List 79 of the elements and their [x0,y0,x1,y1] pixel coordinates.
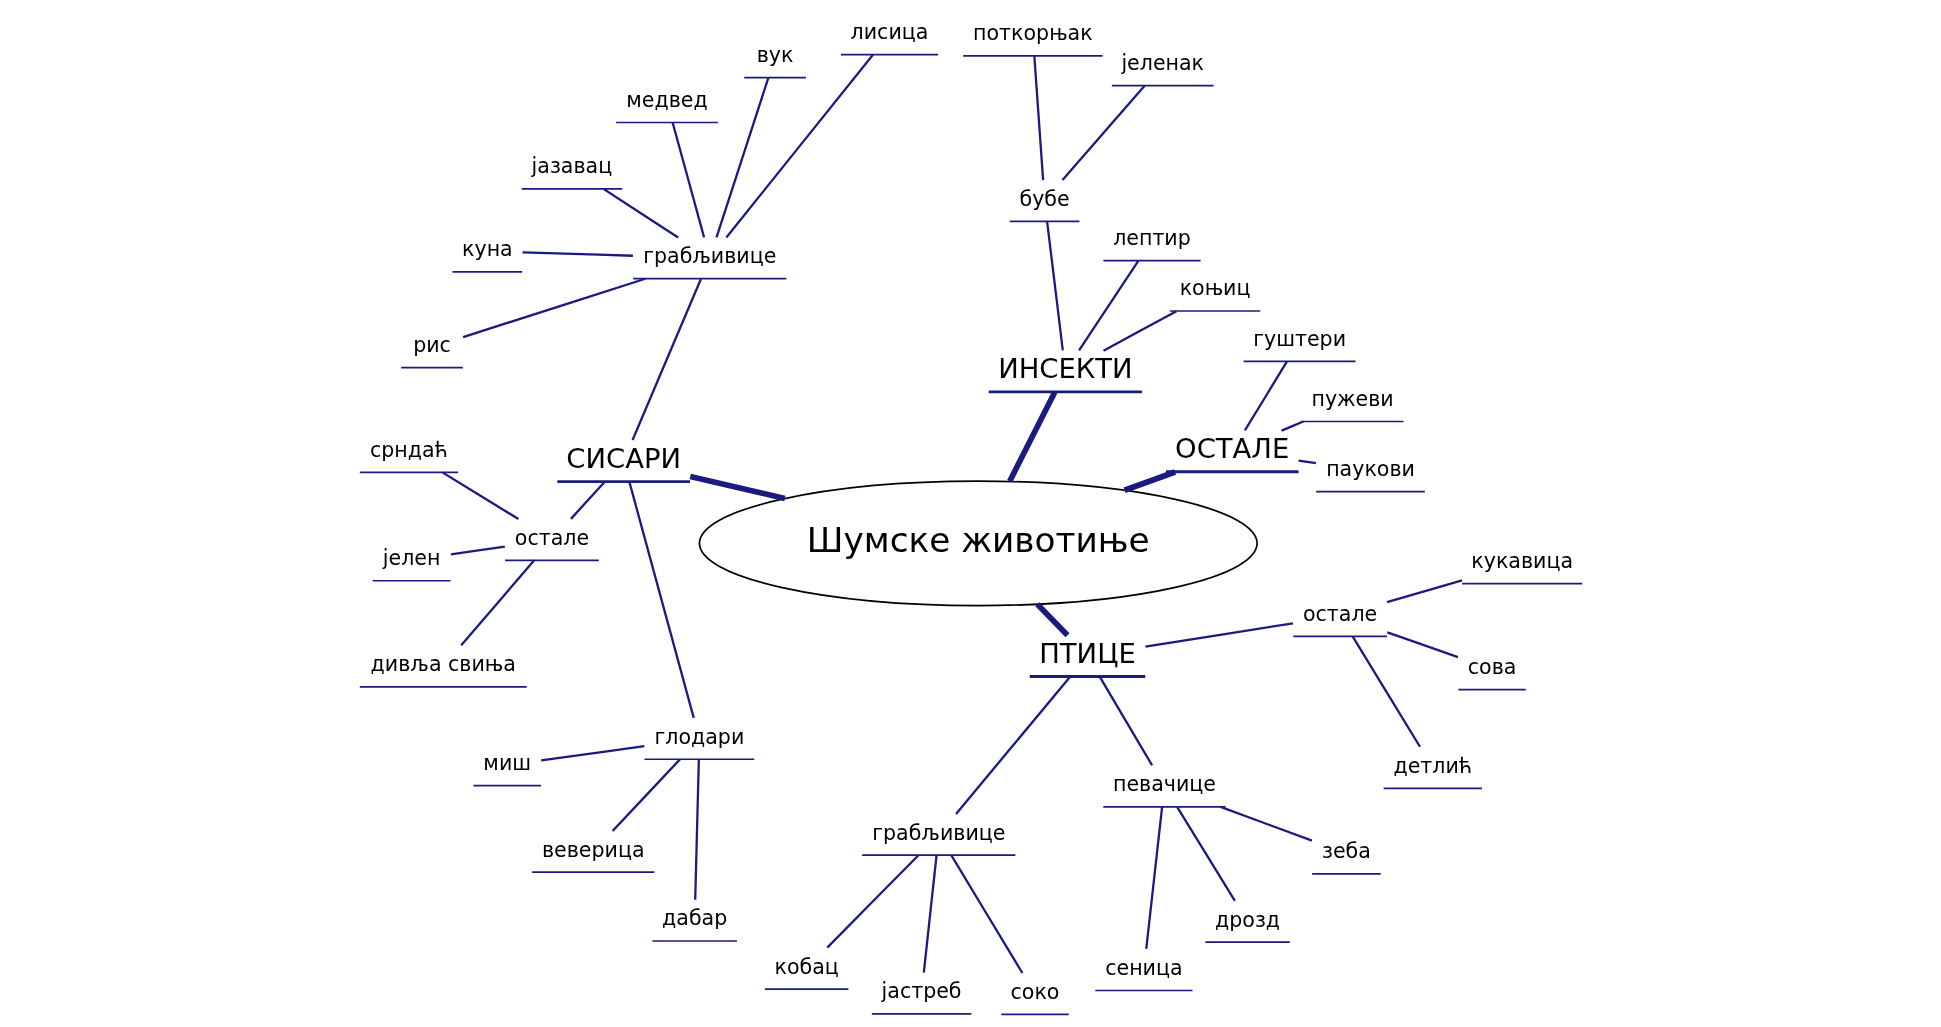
node-text: миш [482,750,531,775]
node-text: кукавица [1470,548,1573,573]
node-text: дивља свиња [370,651,516,676]
connector [1045,221,1064,350]
node-text: коњиц [1179,275,1250,300]
node-text: соко [1010,979,1059,1004]
node-text: глодари [654,724,744,749]
node-text: остале [514,525,589,550]
connector [1280,420,1304,432]
node-ellipse: Шумске животиње [698,479,1258,606]
connector [631,278,702,440]
node-text: лисица [850,19,928,44]
node-text: дабар [661,905,727,930]
connector [1386,630,1458,658]
node-text: ПТИЦЕ [1038,637,1136,669]
connector [1032,55,1044,180]
node-text: кобац [774,954,839,979]
node-text: бубе [1018,186,1070,211]
connector [521,250,633,257]
connector [1175,806,1236,901]
connector [1144,806,1163,949]
connector [1386,578,1462,603]
connector [459,559,535,646]
connector [450,544,505,556]
node-text: ОСТАЛЕ [1174,432,1289,464]
node-text: пужеви [1310,386,1394,411]
connector [693,758,700,900]
node-text: медвед [625,87,708,112]
node-text: дрозд [1214,907,1280,932]
connector [1034,601,1070,637]
connector [954,675,1071,815]
node-text: СИСАРИ [565,442,681,474]
connector [1061,84,1145,181]
connector [462,277,646,338]
connector [1219,805,1312,842]
connector [724,53,874,238]
node-text: јеленак [1120,50,1204,75]
connector [1297,459,1316,464]
node-text: срндаћ [369,437,448,462]
connector [1098,675,1153,766]
node-text: јелен [382,545,440,570]
connector [1077,259,1139,351]
connector [1102,309,1177,352]
node-text: куна [461,236,513,261]
connector [1351,635,1421,747]
node-text: јазавац [531,153,612,178]
connector [1243,360,1288,431]
connector [1123,468,1176,493]
connector [825,853,919,948]
connector [689,473,786,501]
connector [671,121,705,238]
node-text: јастреб [881,978,962,1003]
connector [627,481,695,718]
node-text: певачице [1112,771,1216,796]
connector [569,480,606,520]
node-text: детлић [1392,753,1472,778]
connector [1006,390,1057,482]
node-text: поткорњак [972,20,1093,45]
node-text: вук [756,42,793,67]
connector [714,76,769,238]
node-text: грабљивице [871,820,1005,845]
node-text: сова [1467,654,1516,679]
connector [441,471,519,520]
connector [602,187,679,238]
node-text: остале [1302,601,1377,626]
connector [1144,621,1293,648]
connector [540,744,644,762]
node-text: веверица [541,837,645,862]
node-text: лептир [1112,225,1191,250]
node-text: паукови [1325,456,1415,481]
node-text: сеница [1104,955,1183,980]
node-text: ИНСЕКТИ [997,352,1133,384]
connector [611,758,681,832]
node-text: зеба [1321,838,1371,863]
node-text: грабљивице [642,243,776,268]
connector [922,854,938,973]
node-text: рис [412,332,451,357]
node-text: гуштери [1252,326,1346,351]
connector [949,854,1023,974]
